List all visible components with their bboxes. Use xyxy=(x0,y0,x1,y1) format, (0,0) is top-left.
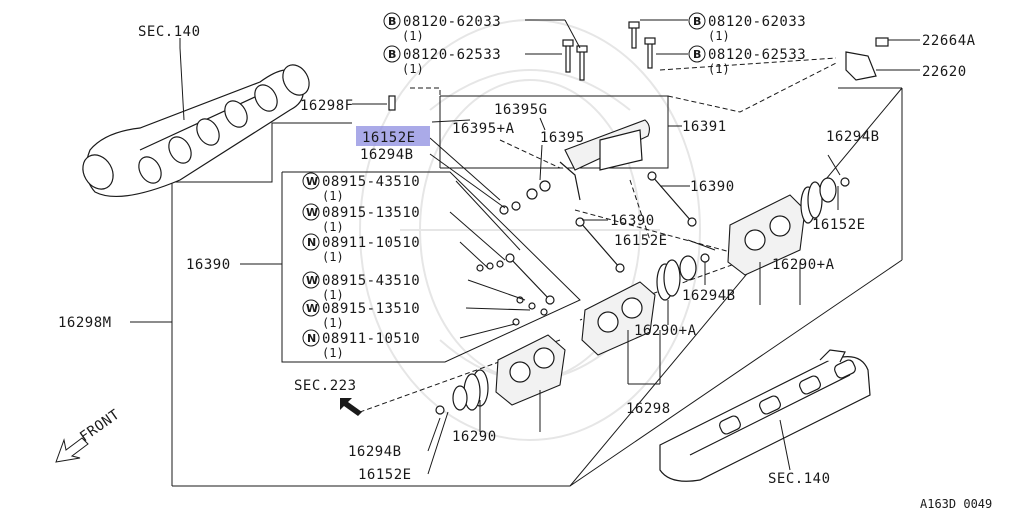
svg-text:W: W xyxy=(306,175,318,188)
svg-text:W: W xyxy=(306,302,318,315)
fastener-callout-6[interactable]: N 08911-10510 (1) xyxy=(302,329,420,360)
label-16294B-mid[interactable]: 16294B xyxy=(682,288,736,304)
svg-text:08915-13510: 08915-13510 xyxy=(322,205,420,221)
label-16294B-left[interactable]: 16294B xyxy=(360,147,414,163)
throttle-body-middle xyxy=(581,253,710,356)
bolt-callout-1[interactable]: B 08120-62033 (1) xyxy=(383,12,501,43)
svg-text:(1): (1) xyxy=(322,346,344,360)
sec223-arrow-icon xyxy=(340,398,362,416)
svg-text:08911-10510: 08911-10510 xyxy=(322,331,420,347)
svg-text:N: N xyxy=(307,236,316,249)
bolt-callout-3[interactable]: B 08120-62033 (1) xyxy=(688,12,806,43)
label-sec140-bottom[interactable]: SEC.140 xyxy=(768,471,831,487)
bolt-callout-4[interactable]: B 08120-62533 (1) xyxy=(688,45,806,76)
svg-text:(1): (1) xyxy=(322,250,344,264)
front-arrow-icon: FRONT xyxy=(55,407,123,463)
svg-text:B: B xyxy=(388,15,396,28)
label-16395[interactable]: 16395 xyxy=(540,130,585,146)
label-16152E-mid[interactable]: 16152E xyxy=(614,233,668,249)
label-22664A[interactable]: 22664A xyxy=(922,33,976,49)
label-16298F[interactable]: 16298F xyxy=(300,98,354,114)
label-22620[interactable]: 22620 xyxy=(922,64,967,80)
label-16294B-bottom[interactable]: 16294B xyxy=(348,444,402,460)
svg-text:(1): (1) xyxy=(322,189,344,203)
label-16298[interactable]: 16298 xyxy=(626,401,671,417)
highlight-box-16152E xyxy=(356,126,430,146)
fastener-callout-3[interactable]: N 08911-10510 (1) xyxy=(302,233,420,264)
bolt-callout-2[interactable]: B 08120-62533 (1) xyxy=(383,45,501,76)
fastener-callout-1[interactable]: W 08915-43510 (1) xyxy=(302,172,420,203)
intake-manifold-upper-left xyxy=(82,64,310,197)
svg-text:N: N xyxy=(307,332,316,345)
label-16390-upper[interactable]: 16390 xyxy=(690,179,735,195)
diagram-code: A163D 0049 xyxy=(920,497,992,511)
small-hardware xyxy=(388,21,889,326)
throttle-body-right xyxy=(727,177,850,276)
throttle-body-left xyxy=(435,334,566,415)
svg-text:W: W xyxy=(306,206,318,219)
svg-text:08915-13510: 08915-13510 xyxy=(322,301,420,317)
svg-text:(1): (1) xyxy=(708,62,730,76)
svg-text:08120-62533: 08120-62533 xyxy=(708,47,806,63)
label-16290A-right[interactable]: 16290+A xyxy=(772,257,835,273)
fastener-callouts: W 08915-43510 (1) W 08915-13510 (1) N 08… xyxy=(302,172,420,360)
svg-text:08120-62533: 08120-62533 xyxy=(403,47,501,63)
fastener-callout-5[interactable]: W 08915-13510 (1) xyxy=(302,299,420,330)
svg-text:B: B xyxy=(388,48,396,61)
label-sec140-top[interactable]: SEC.140 xyxy=(138,24,201,40)
intake-manifold-lower-right xyxy=(659,349,871,482)
label-16395A[interactable]: 16395+A xyxy=(452,121,515,137)
label-sec223[interactable]: SEC.223 xyxy=(294,378,357,394)
label-16290[interactable]: 16290 xyxy=(452,429,497,445)
label-16395G[interactable]: 16395G xyxy=(494,102,548,118)
assembly-frame xyxy=(171,87,903,487)
svg-text:(1): (1) xyxy=(708,29,730,43)
label-16290A-mid[interactable]: 16290+A xyxy=(634,323,697,339)
front-label: FRONT xyxy=(77,407,123,446)
assembly-dashed-lines xyxy=(359,57,839,413)
label-16152E-highlighted[interactable]: 16152E xyxy=(362,130,416,146)
label-16298M[interactable]: 16298M xyxy=(58,315,112,331)
svg-text:W: W xyxy=(306,274,318,287)
svg-text:08120-62033: 08120-62033 xyxy=(403,14,501,30)
fastener-callout-4[interactable]: W 08915-43510 (1) xyxy=(302,271,420,302)
label-16390-mid[interactable]: 16390 xyxy=(610,213,655,229)
label-16391[interactable]: 16391 xyxy=(682,119,727,135)
svg-text:(1): (1) xyxy=(322,220,344,234)
svg-text:B: B xyxy=(693,48,701,61)
svg-text:08911-10510: 08911-10510 xyxy=(322,235,420,251)
leader-lines xyxy=(130,19,920,475)
svg-text:(1): (1) xyxy=(402,62,424,76)
label-16390-left[interactable]: 16390 xyxy=(186,257,231,273)
svg-text:(1): (1) xyxy=(322,316,344,330)
svg-text:08120-62033: 08120-62033 xyxy=(708,14,806,30)
bolt-callouts: B 08120-62033 (1) B 08120-62533 (1) B 08… xyxy=(383,12,806,76)
fastener-callout-2[interactable]: W 08915-13510 (1) xyxy=(302,203,420,234)
linkage-rods-16390 xyxy=(505,171,697,305)
svg-text:(1): (1) xyxy=(402,29,424,43)
svg-text:08915-43510: 08915-43510 xyxy=(322,273,420,289)
part-labels: SEC.140 16298F 16395G 16152E 16395+A 163… xyxy=(58,24,976,487)
label-16152E-bottom[interactable]: 16152E xyxy=(358,467,412,483)
throttle-linkage-16391 xyxy=(559,119,651,201)
label-16152E-right[interactable]: 16152E xyxy=(812,217,866,233)
svg-text:08915-43510: 08915-43510 xyxy=(322,174,420,190)
svg-text:(1): (1) xyxy=(322,288,344,302)
label-16294B-right[interactable]: 16294B xyxy=(826,129,880,145)
svg-text:B: B xyxy=(693,15,701,28)
